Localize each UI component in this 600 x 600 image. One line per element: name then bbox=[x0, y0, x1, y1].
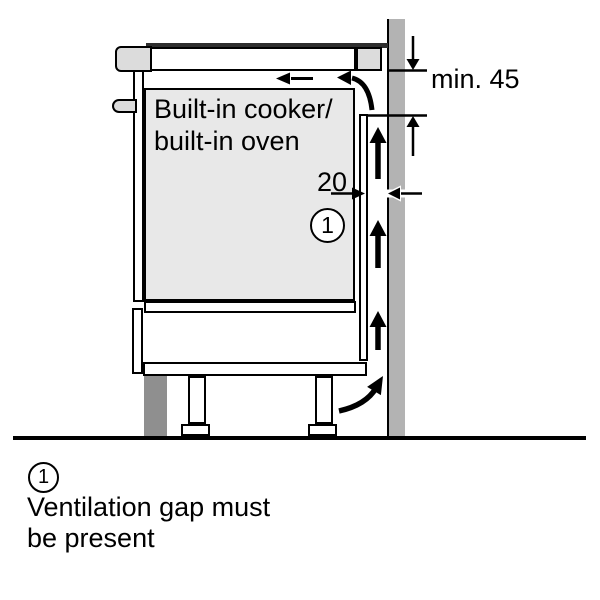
oven-compartment bbox=[144, 88, 355, 301]
appliance-label: Built-in cooker/ built-in oven bbox=[154, 94, 333, 157]
appliance-label-line1: Built-in cooker/ bbox=[154, 94, 333, 124]
appliance-label-line2: built-in oven bbox=[154, 125, 300, 156]
plinth-block bbox=[144, 376, 167, 436]
legend-text: Ventilation gap must be present bbox=[27, 492, 270, 554]
wall bbox=[387, 19, 405, 437]
airflow-up-arrow-icon bbox=[369, 311, 387, 350]
gap-dimension-label: 20 bbox=[316, 167, 347, 197]
worktop-back-spacer bbox=[356, 47, 382, 71]
worktop bbox=[150, 47, 356, 71]
legend-1-number: 1 bbox=[37, 466, 50, 488]
cabinet-leg bbox=[315, 376, 333, 424]
cabinet-leg-foot bbox=[181, 424, 210, 436]
cabinet-bottom-board bbox=[143, 362, 367, 376]
dim-arrow-down-icon bbox=[406, 36, 420, 70]
rear-vent-panel bbox=[359, 114, 368, 361]
legend-1-marker: 1 bbox=[28, 462, 59, 493]
cabinet-leg-foot bbox=[308, 424, 337, 436]
airflow-up-arrow-icon bbox=[369, 220, 387, 268]
cabinet-rail bbox=[144, 301, 356, 313]
plinth-front-panel bbox=[132, 308, 143, 374]
airflow-left-arrow-icon bbox=[276, 72, 313, 85]
airflow-up-arrow-icon bbox=[369, 127, 387, 179]
hob-surface bbox=[146, 43, 388, 48]
cabinet-leg bbox=[188, 376, 206, 424]
dim-arrow-up-icon bbox=[406, 116, 420, 156]
legend-text-line2: be present bbox=[27, 523, 155, 553]
airflow-curve-bottom-icon bbox=[338, 376, 383, 414]
floor-line bbox=[13, 436, 586, 440]
clearance-dimension-label: min. 45 bbox=[431, 64, 520, 94]
oven-door-handle bbox=[112, 99, 137, 113]
hob-front-profile bbox=[115, 46, 152, 72]
callout-1-marker: 1 bbox=[310, 208, 345, 243]
callout-1-number: 1 bbox=[321, 212, 334, 238]
legend-text-line1: Ventilation gap must bbox=[27, 492, 271, 522]
